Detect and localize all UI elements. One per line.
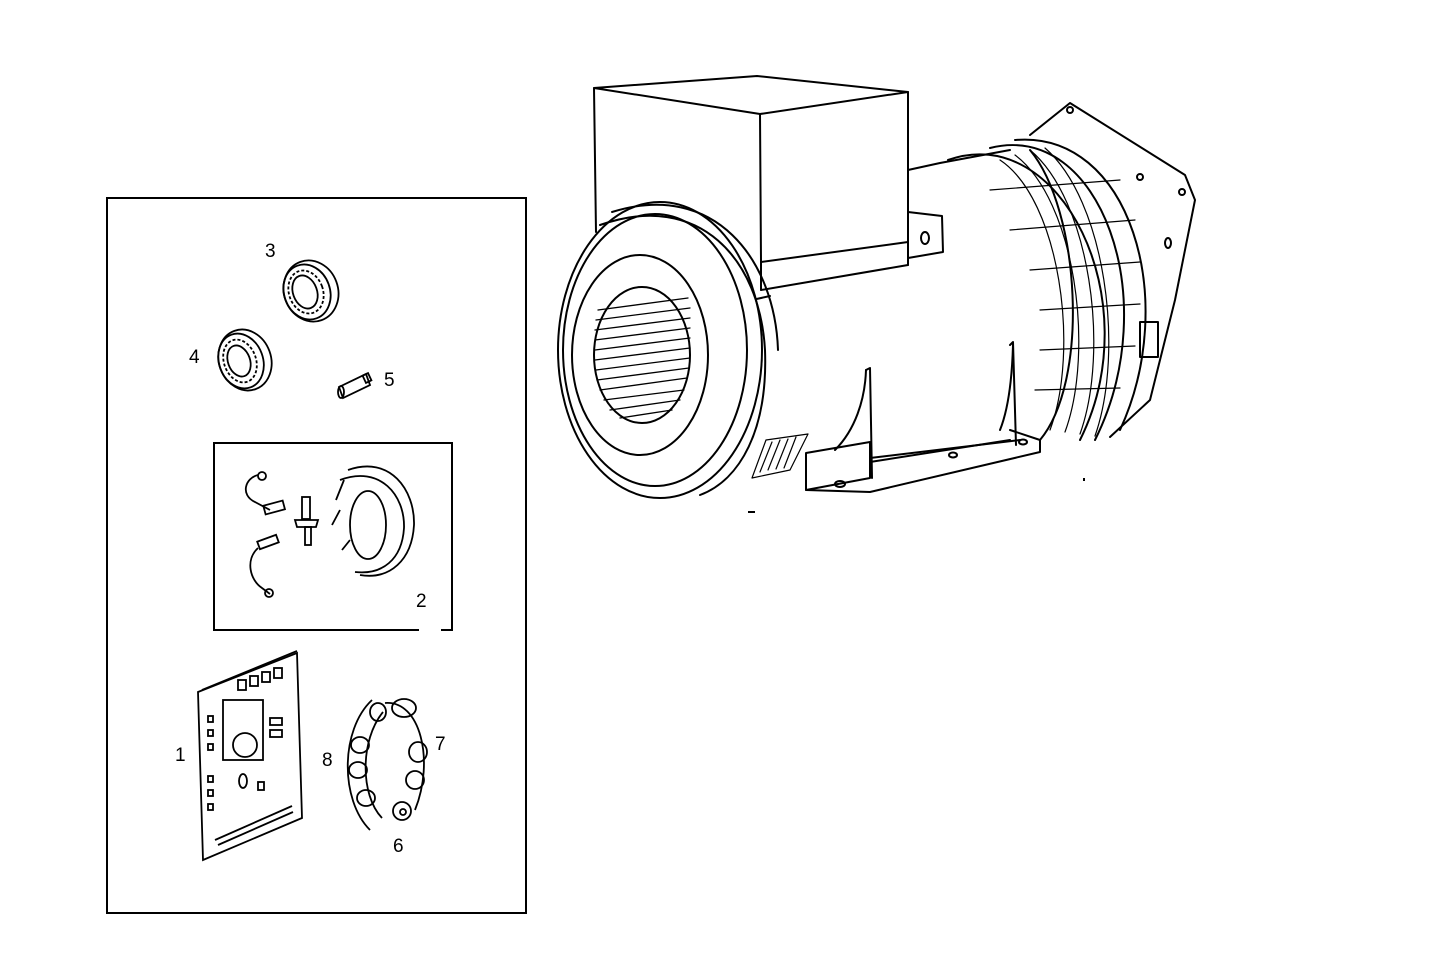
front-air-grille — [594, 297, 691, 419]
spare-parts-kit-box — [106, 197, 527, 914]
terminal-6-icon — [392, 801, 412, 821]
bearing-4-icon — [217, 328, 273, 392]
mounting-feet — [805, 341, 1041, 493]
callout-1: 1 — [175, 745, 186, 766]
pin-5-icon — [337, 371, 373, 400]
callout-6: 6 — [393, 836, 404, 857]
callout-4: 4 — [189, 347, 200, 368]
voltage-regulator-board-1-icon — [197, 650, 303, 862]
sub-box-bottom-edge — [213, 629, 419, 631]
callout-8: 8 — [322, 750, 333, 771]
bearing-3-icon — [282, 259, 340, 323]
callout-3: 3 — [265, 241, 276, 262]
diode-assembly-2-icon — [245, 465, 415, 598]
callout-5: 5 — [384, 370, 395, 391]
adapter-flange — [1029, 102, 1196, 438]
bottom-vent — [751, 433, 809, 479]
rear-fan-guard — [947, 138, 1147, 441]
callout-2: 2 — [416, 591, 427, 612]
terminal-box — [593, 75, 944, 291]
sub-box-bottom-edge-right — [441, 629, 451, 631]
diode-assembly-sub-box — [213, 442, 453, 631]
rectifier-bridge-8-icon — [346, 698, 428, 831]
callout-7: 7 — [435, 734, 446, 755]
